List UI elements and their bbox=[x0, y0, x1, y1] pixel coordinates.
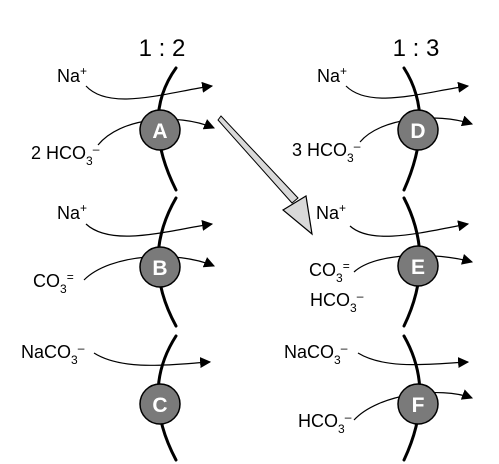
ion-E-3-name: HCO bbox=[310, 290, 350, 310]
ion-E-3-subscript: 3 bbox=[350, 301, 357, 315]
ion-label-E-3: HCO3– bbox=[310, 289, 364, 315]
transporter-F: F bbox=[397, 383, 439, 425]
ion-E-1-name: Na bbox=[316, 203, 340, 223]
ion-label-B-2: CO3= bbox=[33, 270, 74, 296]
ion-B-1-name: Na bbox=[57, 203, 81, 223]
ion-A-1-name: Na bbox=[57, 66, 81, 86]
ion-label-A-1: Na+ bbox=[57, 64, 87, 86]
transporter-D-label: D bbox=[410, 120, 425, 143]
transporter-C: C bbox=[139, 383, 181, 425]
ion-A-2-charge: – bbox=[93, 142, 100, 156]
ion-label-F-2: HCO3– bbox=[298, 410, 352, 436]
ion-C-1-subscript: 3 bbox=[71, 353, 78, 367]
ion-F-1-charge: – bbox=[341, 341, 348, 355]
transporter-B: B bbox=[139, 246, 181, 288]
ion-F-1-name: NaCO bbox=[284, 342, 334, 362]
ion-B-2-charge: = bbox=[67, 270, 74, 284]
ion-F-2-charge: – bbox=[345, 410, 352, 424]
ion-D-2-subscript: 3 bbox=[347, 151, 354, 165]
ion-F-1-subscript: 3 bbox=[334, 353, 341, 367]
ion-E-2-charge: = bbox=[343, 259, 350, 273]
ion-label-E-1: Na+ bbox=[316, 201, 346, 223]
ion-C-1-name: NaCO bbox=[21, 342, 71, 362]
ion-F-2-name: HCO bbox=[298, 411, 338, 431]
ion-label-C-1: NaCO3– bbox=[21, 341, 85, 367]
ion-F-2-subscript: 3 bbox=[338, 422, 345, 436]
ion-D-2-charge: – bbox=[354, 139, 361, 153]
ion-E-3-charge: – bbox=[357, 289, 364, 303]
ion-label-D-1: Na+ bbox=[317, 64, 347, 86]
ion-E-2-name: CO bbox=[309, 260, 336, 280]
ion-E-2-subscript: 3 bbox=[336, 271, 343, 285]
ion-label-F-1: NaCO3– bbox=[284, 341, 348, 367]
transporter-E: E bbox=[397, 245, 439, 287]
transporter-E-label: E bbox=[411, 256, 425, 279]
down-right-arrow-icon bbox=[217, 115, 313, 236]
ion-B-2-name: CO bbox=[33, 271, 60, 291]
ion-D-1-name: Na bbox=[317, 66, 341, 86]
ion-D-1-charge: + bbox=[340, 64, 347, 78]
transporter-D: D bbox=[397, 109, 439, 151]
transporter-A-label: A bbox=[152, 120, 167, 143]
transporter-A: A bbox=[139, 109, 181, 151]
ion-label-B-1: Na+ bbox=[57, 201, 87, 223]
ion-B-2-subscript: 3 bbox=[60, 282, 67, 296]
ion-label-A-2: 2 HCO3– bbox=[31, 142, 100, 168]
ion-C-1-charge: – bbox=[78, 341, 85, 355]
ion-B-1-charge: + bbox=[80, 201, 87, 215]
ion-label-D-2: 3 HCO3– bbox=[292, 139, 361, 165]
ratio-right: 1 : 3 bbox=[393, 35, 440, 62]
transporter-F-label: F bbox=[412, 394, 425, 417]
flux-arrows-C bbox=[93, 352, 212, 369]
ion-A-2-subscript: 3 bbox=[86, 154, 93, 168]
ion-D-2-name: 3 HCO bbox=[292, 140, 347, 160]
ratio-left: 1 : 2 bbox=[139, 35, 186, 62]
ion-A-2-name: 2 HCO bbox=[31, 143, 86, 163]
ion-A-1-charge: + bbox=[80, 64, 87, 78]
ion-label-E-2: CO3= bbox=[309, 259, 350, 285]
transporter-B-label: B bbox=[152, 257, 167, 280]
ion-E-1-charge: + bbox=[339, 201, 346, 215]
transporter-C-label: C bbox=[152, 394, 167, 417]
